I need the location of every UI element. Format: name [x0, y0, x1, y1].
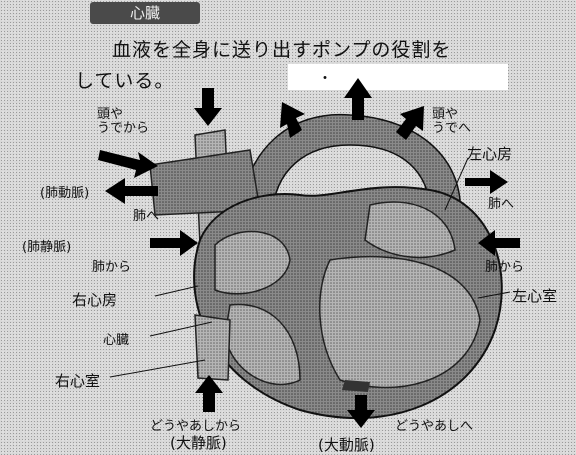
arrow-out-pulmonary-artery: [105, 178, 158, 204]
arrow-up-from-legs: [195, 375, 223, 412]
label-heart: 心臓: [103, 329, 129, 348]
label-to-body: どうやあしへ: [395, 415, 473, 434]
arrow-up-to-head-2: [344, 78, 372, 120]
label-vena-cava: (大静脈): [170, 432, 227, 453]
label-from-lungs-right: 肺から: [485, 256, 524, 275]
label-left-atrium: 左心房: [467, 143, 512, 164]
label-head-arms-to: 頭や うでへ: [432, 108, 471, 136]
label-aorta: (大動脈): [318, 434, 375, 455]
label-right-ventricle: 右心室: [55, 370, 100, 391]
aorta-lower: [342, 380, 370, 392]
label-left-ventricle: 左心室: [512, 285, 557, 306]
label-to-lungs-left: 肺へ: [133, 205, 159, 224]
label-pulmonary-vein: (肺静脈): [22, 236, 71, 255]
label-right-atrium: 右心房: [72, 289, 117, 310]
label-from-lungs-left: 肺から: [92, 256, 131, 275]
arrow-in-pulmonary-vein-left: [150, 230, 198, 256]
arrow-in-upper-left: [98, 150, 158, 178]
label-to-lungs-right: 肺へ: [488, 193, 514, 212]
label-head-arms-from: 頭や うでから: [97, 108, 149, 136]
arrow-out-to-lungs-right: [465, 170, 508, 194]
arrow-down-from-head: [194, 88, 222, 126]
label-pulmonary-artery: (肺動脈): [40, 182, 89, 201]
